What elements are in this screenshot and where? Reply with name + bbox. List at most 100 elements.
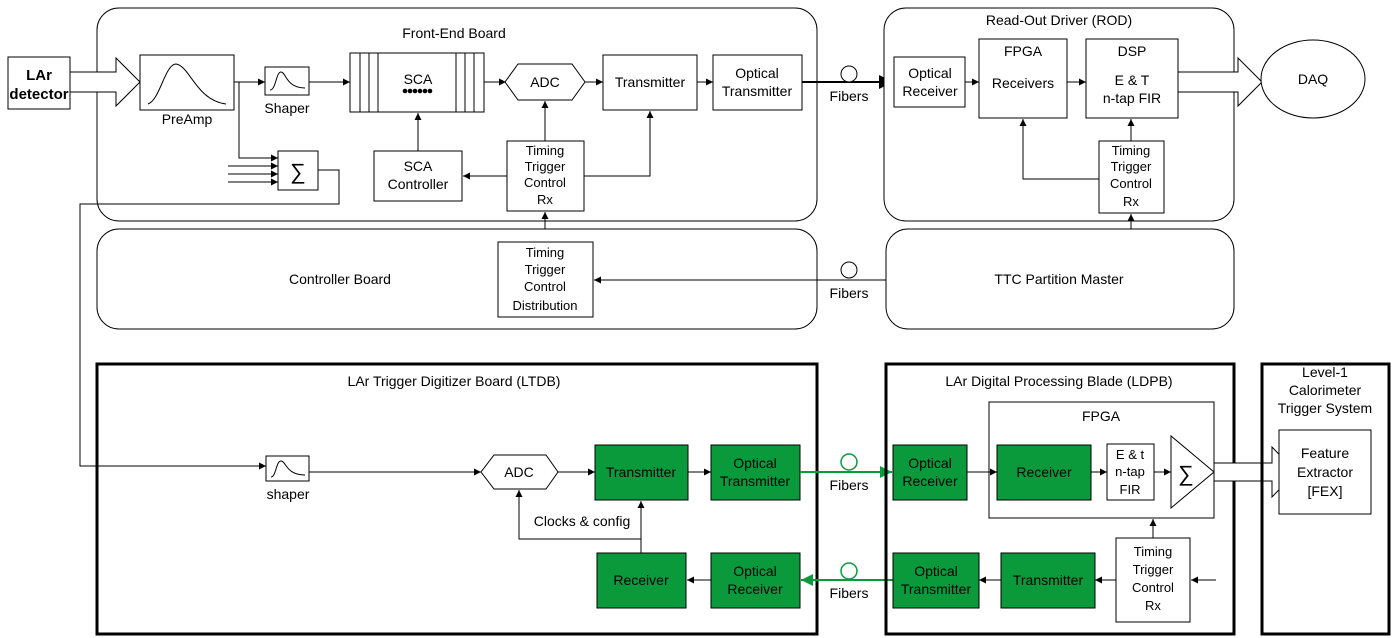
controller-board (96, 228, 818, 330)
fibers-label-green-bottom: Fibers (830, 585, 869, 601)
ltdb-optical-receiver (710, 552, 801, 609)
preamp-label: PreAmp (162, 111, 213, 127)
ltdb-optical-receiver-l2: Receiver (727, 581, 783, 597)
ldpb-fpga-title: FPGA (1082, 408, 1121, 424)
ttc-partition-master-label: TTC Partition Master (994, 271, 1123, 287)
fex-box (1278, 429, 1372, 515)
ttc-rx-top-l2: Trigger (525, 159, 566, 174)
rod-optical-receiver-l1: Optical (908, 65, 952, 81)
ttc-rx-top-l3: Control (524, 175, 566, 190)
ttc-rx-top (506, 140, 585, 212)
rod-dsp (1085, 38, 1179, 119)
adc-top-label: ADC (530, 74, 560, 90)
ldpb-sum-triangle (1170, 434, 1215, 510)
rod-receivers-label: Receivers (992, 75, 1054, 91)
ltdb-receiver (596, 552, 687, 609)
ltdb-transmitter-label: Transmitter (606, 464, 677, 480)
ltdb-optical-receiver-l1: Optical (733, 563, 777, 579)
ldpb-optical-receiver-l2: Receiver (902, 473, 958, 489)
ldpb-et-l3: FIR (1120, 482, 1141, 497)
lar-detector-line1: LAr (26, 67, 52, 84)
rod-et-l1: E & T (1115, 72, 1150, 88)
fiber-spool-icon-green-bottom (840, 562, 858, 580)
sum-to-ltdb-line (79, 169, 340, 470)
rod-ttc-l4: Rx (1123, 194, 1139, 209)
ldpb-optical-transmitter-l2: Transmitter (901, 581, 972, 597)
rod-ttc-rx (1098, 140, 1165, 214)
sca-box (349, 52, 485, 113)
ltdb-board (95, 362, 819, 636)
l1calo-title-l1: Level-1 (1302, 364, 1348, 380)
fiber-spool-icon-top (840, 65, 858, 83)
rod-et-l2: n-tap FIR (1103, 90, 1161, 106)
lar-detector-line2: detector (9, 86, 68, 103)
ttc-dist-l4: Distribution (512, 298, 577, 313)
rod-dsp-title: DSP (1118, 43, 1147, 59)
daq-label: DAQ (1298, 71, 1328, 87)
ldpb-et-l2: n-tap (1115, 464, 1145, 479)
shaper-box (264, 66, 310, 96)
optical-transmitter-top-l1: Optical (735, 65, 779, 81)
ltdb-optical-transmitter-l2: Transmitter (720, 473, 791, 489)
fibers-label-top: Fibers (830, 88, 869, 104)
ldpb-ttc-l1: Timing (1134, 544, 1173, 559)
rod-ttc-l3: Control (1110, 176, 1152, 191)
ltdb-shaper-pulse-icon (270, 460, 306, 478)
sum-box (277, 150, 319, 191)
ttc-dist-l3: Control (524, 279, 566, 294)
ltdb-optical-transmitter (710, 444, 801, 501)
l1calo-title-l2: Calorimeter (1289, 382, 1362, 398)
adc-top (504, 63, 586, 101)
fex-l3: [FEX] (1307, 483, 1342, 499)
ldpb-ttc-l3: Control (1132, 580, 1174, 595)
ltdb-adc-label: ADC (504, 464, 534, 480)
ltdb-title: LAr Trigger Digitizer Board (LTDB) (348, 373, 561, 389)
shaper-label: Shaper (264, 100, 309, 116)
dsp-to-daq-arrow (1177, 56, 1263, 108)
ldpb-receiver (996, 444, 1092, 501)
daq-ellipse (1260, 39, 1366, 119)
ldpb-ttc-rx (1115, 537, 1191, 623)
rod-ttc-l2: Trigger (1111, 159, 1152, 174)
ldpb-optical-transmitter (892, 552, 980, 609)
l1calo-title-l3: Trigger System (1278, 400, 1372, 416)
optical-transmitter-top-l2: Transmitter (722, 83, 793, 99)
sca-controller-l1: SCA (404, 158, 433, 174)
sca-controller (373, 150, 463, 202)
fex-l1: Feature (1301, 445, 1349, 461)
optical-transmitter-top (712, 54, 803, 111)
ltdb-shaper-box (265, 455, 310, 482)
transmitter-top-label: Transmitter (615, 74, 686, 90)
ltdb-adc (480, 454, 559, 490)
clocks-config-line (515, 490, 642, 553)
preamp-pulse-icon (147, 63, 227, 105)
ttc-dist-l2: Trigger (525, 262, 566, 277)
rod-optical-receiver (893, 56, 966, 108)
preamp-box (139, 54, 235, 111)
rod-ttc-l1: Timing (1112, 143, 1151, 158)
ldpb-ttc-l2: Trigger (1133, 562, 1174, 577)
clocks-config-label: Clocks & config (534, 513, 630, 529)
fibers-label-ttc: Fibers (830, 285, 869, 301)
fibers-label-green-top: Fibers (830, 477, 869, 493)
rod-fpga (978, 38, 1068, 119)
ldpb-transmitter-label: Transmitter (1013, 572, 1084, 588)
fiber-spool-icon-green-top (840, 453, 858, 471)
ltdb-optical-transmitter-l1: Optical (733, 455, 777, 471)
l1calo-board (1260, 362, 1391, 636)
ldpb-et-l1: E & t (1116, 447, 1145, 462)
fiber-spool-icon-ttc (840, 261, 858, 279)
controller-board-label: Controller Board (289, 271, 391, 287)
sca-label: SCA (404, 71, 433, 87)
ldpb-board (884, 362, 1236, 636)
ltdb-transmitter (594, 444, 689, 501)
ttc-rx-top-l1: Timing (526, 143, 565, 158)
ldpb-optical-receiver (892, 444, 968, 501)
ltdb-shaper-label: shaper (267, 486, 310, 502)
sum-icon: ∑ (290, 159, 306, 184)
rod-title: Read-Out Driver (ROD) (986, 12, 1132, 28)
ttc-distribution (497, 241, 594, 318)
ttc-partition-master (885, 228, 1235, 330)
lar-detector-box (7, 56, 71, 110)
